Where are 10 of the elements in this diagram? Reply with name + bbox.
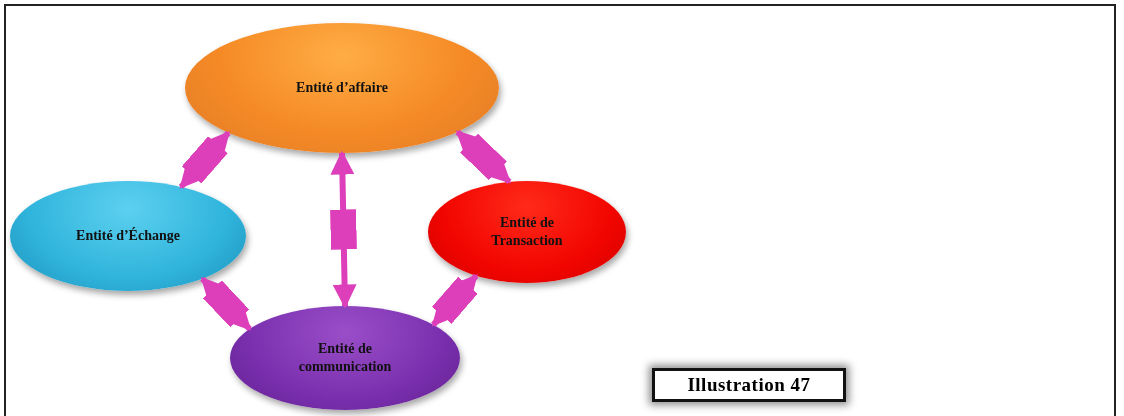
entity-name: Entité de communication xyxy=(297,339,393,376)
double-arrow xyxy=(455,129,512,184)
entity-name: Entité de Transaction xyxy=(490,213,564,250)
figure-number: Illustration 47 xyxy=(652,368,846,402)
double-arrow xyxy=(178,130,231,189)
double-arrow xyxy=(431,273,479,327)
entity-name: Entité d’Échange xyxy=(76,226,180,245)
double-arrow xyxy=(200,276,252,331)
entity-name: Entité d’affaire xyxy=(296,78,388,97)
double-arrow xyxy=(330,151,357,308)
